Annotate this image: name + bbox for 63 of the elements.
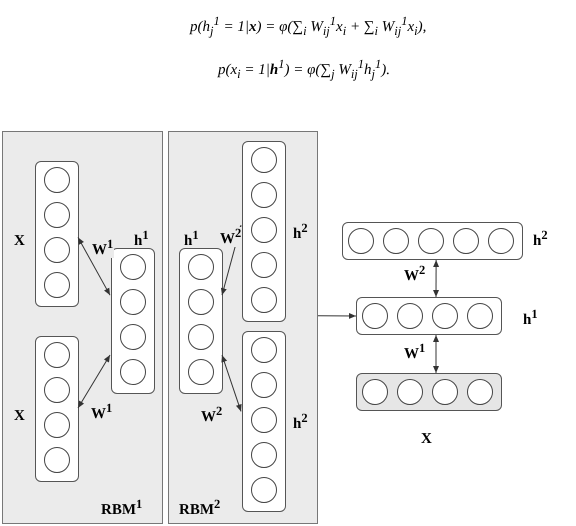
neuron-circle — [44, 447, 70, 473]
neuron-circle — [397, 379, 423, 405]
edge-label: W$^{1}$ — [91, 238, 114, 258]
neuron-circle — [44, 237, 70, 263]
arrow — [220, 224, 242, 296]
neuron-circle — [362, 303, 388, 329]
arrow — [318, 312, 356, 319]
neuron-circle — [120, 254, 146, 280]
neuron-circle — [251, 407, 277, 433]
neuron-circle — [432, 379, 458, 405]
arrow — [78, 354, 110, 408]
neuron-circle — [251, 147, 277, 173]
neuron-circle — [188, 254, 214, 280]
neuron-circle — [418, 228, 444, 254]
neuron-circle — [362, 379, 388, 405]
neuron-circle — [251, 372, 277, 398]
neuron-circle — [44, 377, 70, 403]
neuron-circle — [44, 272, 70, 298]
neuron-circle — [488, 228, 514, 254]
neuron-circle — [467, 379, 493, 405]
neuron-circle — [251, 252, 277, 278]
layer-label: h$^{2}$ — [293, 412, 308, 432]
neuron-circle — [251, 442, 277, 468]
equation: p(h$_{j}$$^{1}$ = 1|x) = φ(∑$_{i}$ W$_{ij}$$^{1}$x$_{i}$ + ∑$_{i}$ W$_{ij}$$^{1}$x$_{i}$), — [190, 14, 426, 39]
panel-background — [2, 131, 163, 524]
neuron-circle — [120, 359, 146, 385]
edge-label: W$^{2}$ — [219, 227, 242, 247]
arrow — [78, 236, 110, 296]
layer-label: h$^{2}$ — [293, 222, 308, 242]
layer-label: h$^{1}$ — [523, 308, 538, 328]
panel-title: RBM$^{1}$ — [101, 498, 142, 518]
neuron-circle — [44, 412, 70, 438]
neuron-circle — [432, 303, 458, 329]
neuron-circle — [251, 217, 277, 243]
neuron-circle — [188, 359, 214, 385]
neuron-circle — [44, 202, 70, 228]
neuron-circle — [251, 287, 277, 313]
layer-label: h$^{1}$ — [184, 229, 199, 249]
neuron-circle — [467, 303, 493, 329]
neuron-circle — [383, 228, 409, 254]
layer-label: h$^{1}$ — [134, 229, 149, 249]
neuron-circle — [251, 182, 277, 208]
neuron-circle — [188, 324, 214, 350]
neuron-circle — [120, 324, 146, 350]
neuron-circle — [251, 477, 277, 503]
neuron-circle — [44, 167, 70, 193]
layer-label: X — [421, 432, 432, 447]
panel-background — [168, 131, 318, 524]
arrow — [433, 260, 440, 298]
layer-label: X — [14, 234, 25, 249]
neuron-circle — [453, 228, 479, 254]
equation: p(x$_{i}$ = 1|h$^{1}$) = φ(∑$_{j}$ W$_{ij}$$^{1}$h$_{j}$$^{1}$). — [218, 57, 390, 82]
neuron-circle — [120, 289, 146, 315]
neuron-circle — [251, 337, 277, 363]
neuron-circle — [44, 342, 70, 368]
layer-label: h$^{2}$ — [533, 229, 548, 249]
neuron-circle — [188, 289, 214, 315]
neuron-circle — [348, 228, 374, 254]
arrow — [221, 354, 242, 412]
neuron-circle — [397, 303, 423, 329]
layer-label: X — [14, 409, 25, 424]
panel-title: RBM$^{2}$ — [179, 498, 220, 518]
arrow — [433, 334, 439, 374]
